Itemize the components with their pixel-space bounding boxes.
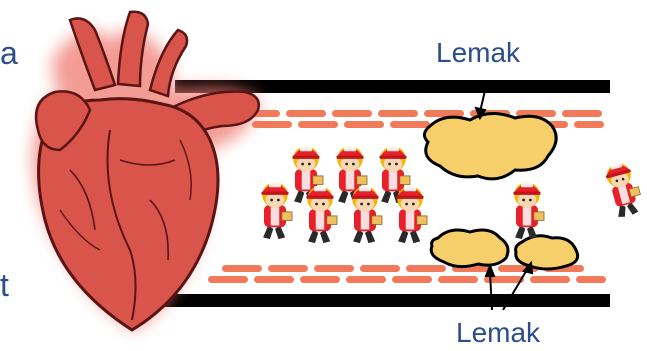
fat-deposit-bottom-left [431,230,508,267]
left-edge-text-top: a [0,35,18,71]
courier-icon [396,186,427,243]
fat-label-bottom: Lemak [456,317,541,348]
artery-wall-bottom [165,294,610,307]
fat-deposit-bottom-right [516,236,578,269]
fat-deposit-top [424,113,556,178]
courier-icon [351,186,382,243]
courier-icon [306,186,337,243]
fat-label-top: Lemak [436,37,521,68]
left-edge-text-bottom: t [0,267,9,303]
courier-icon [261,182,292,239]
courier-icon [513,182,544,239]
courier-icon [603,160,645,219]
